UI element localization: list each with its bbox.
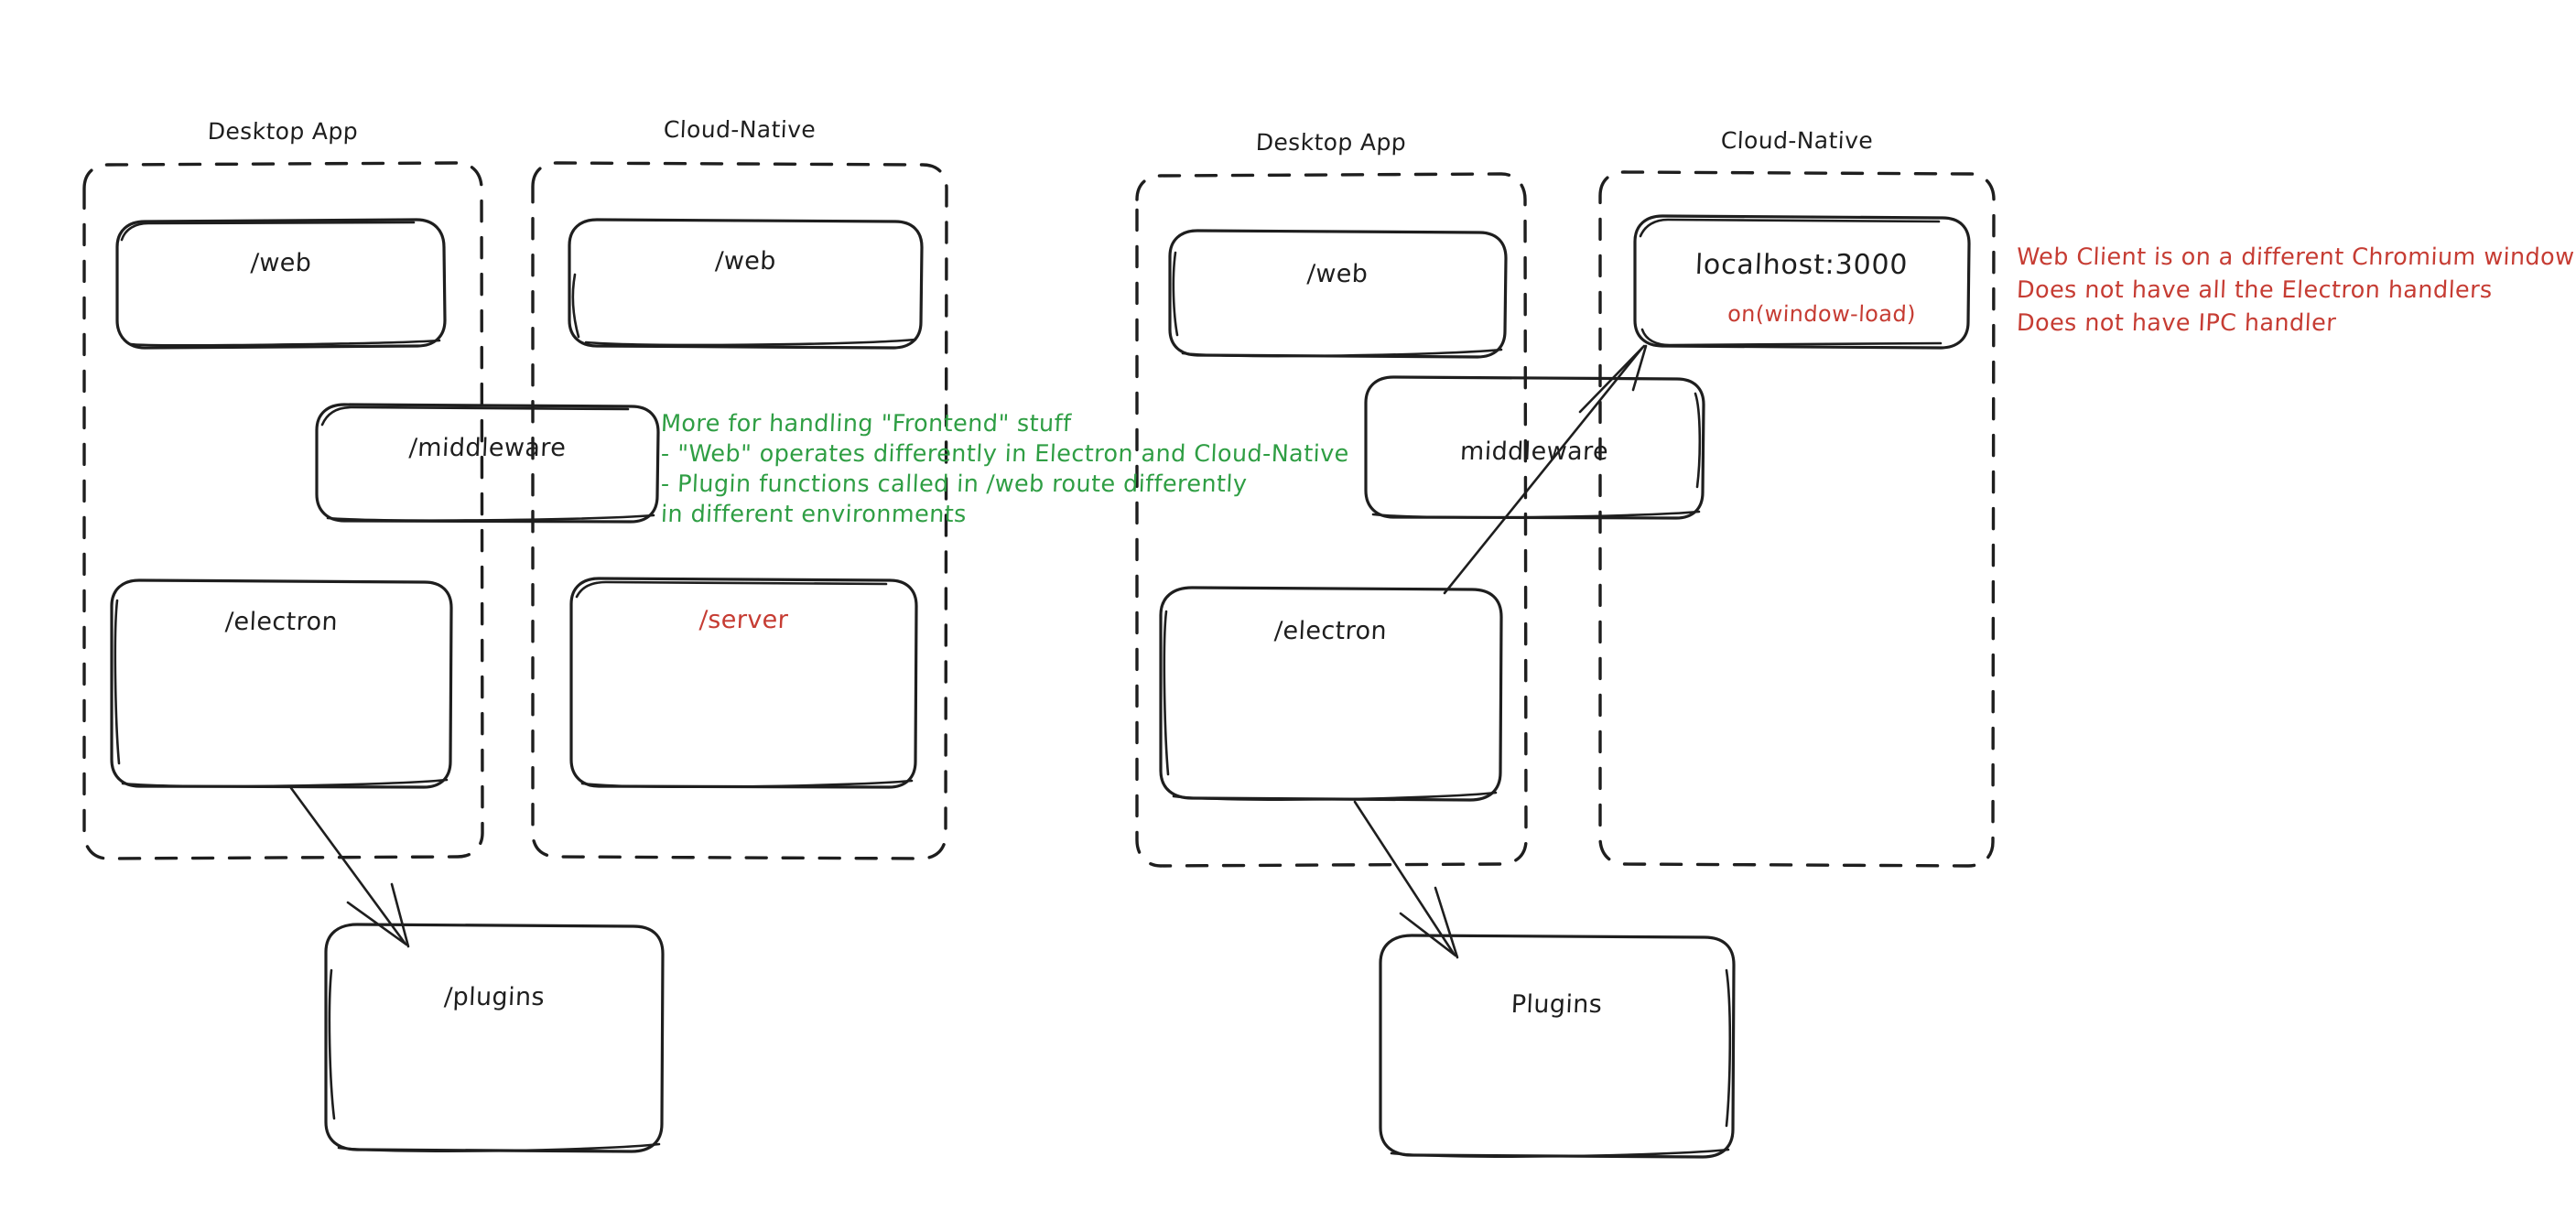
node-outline-right-desktop-web xyxy=(1168,229,1508,359)
edge-left-electron-to-plugins xyxy=(289,786,410,948)
node-label-right-electron[interactable]: /electron xyxy=(1273,617,1388,645)
group-label-left-cloud: Cloud-Native xyxy=(663,116,817,143)
node-outline-right-middleware xyxy=(1364,375,1705,520)
node-label-right-plugins[interactable]: Plugins xyxy=(1510,990,1603,1019)
note-green-line-1: More for handling "Frontend" stuff xyxy=(660,410,1073,438)
node-label-left-cloud-web[interactable]: /web xyxy=(714,247,777,276)
group-outline-right-cloud xyxy=(1598,170,1996,868)
group-outline-left-cloud xyxy=(531,161,948,860)
node-outline-left-electron xyxy=(110,578,453,789)
node-outline-left-plugins xyxy=(324,923,665,1153)
node-label-left-middleware[interactable]: /middleware xyxy=(408,434,567,462)
edge-right-electron-to-localhost xyxy=(1443,344,1648,595)
group-outline-left-desktop xyxy=(82,161,484,860)
node-label-right-desktop-web[interactable]: /web xyxy=(1306,260,1369,288)
note-green-line-4: in different environments xyxy=(660,501,968,528)
node-outline-right-localhost xyxy=(1633,214,1971,350)
node-label-left-electron[interactable]: /electron xyxy=(224,608,339,636)
node-label-right-localhost[interactable]: localhost:3000 xyxy=(1694,249,1909,281)
group-label-right-cloud: Cloud-Native xyxy=(1720,127,1874,154)
node-label-right-middleware[interactable]: middleware xyxy=(1459,438,1609,466)
note-red-line-3: Does not have IPC handler xyxy=(2016,309,2337,337)
node-outline-right-plugins xyxy=(1379,934,1736,1159)
node-label-left-plugins[interactable]: /plugins xyxy=(443,983,546,1011)
node-outline-left-desktop-web xyxy=(115,218,447,350)
note-red-line-1: Web Client is on a different Chromium wi… xyxy=(2016,243,2576,271)
group-label-left-desktop: Desktop App xyxy=(207,118,359,145)
note-green-line-3: - Plugin functions called in /web route … xyxy=(660,470,1249,498)
node-label-left-desktop-web[interactable]: /web xyxy=(250,249,312,277)
note-green-line-2: - "Web" operates differently in Electron… xyxy=(660,440,1350,468)
node-sublabel-right-localhost-onwindowload: on(window-load) xyxy=(1726,301,1917,327)
edge-right-electron-to-plugins xyxy=(1353,800,1459,959)
node-outline-right-electron xyxy=(1159,586,1503,802)
node-label-left-server[interactable]: /server xyxy=(698,606,789,634)
node-outline-left-cloud-web xyxy=(568,218,924,350)
node-outline-left-server xyxy=(569,577,918,789)
note-red-line-2: Does not have all the Electron handlers xyxy=(2016,276,2494,304)
group-label-right-desktop: Desktop App xyxy=(1255,129,1407,156)
node-outline-left-middleware xyxy=(315,403,660,524)
